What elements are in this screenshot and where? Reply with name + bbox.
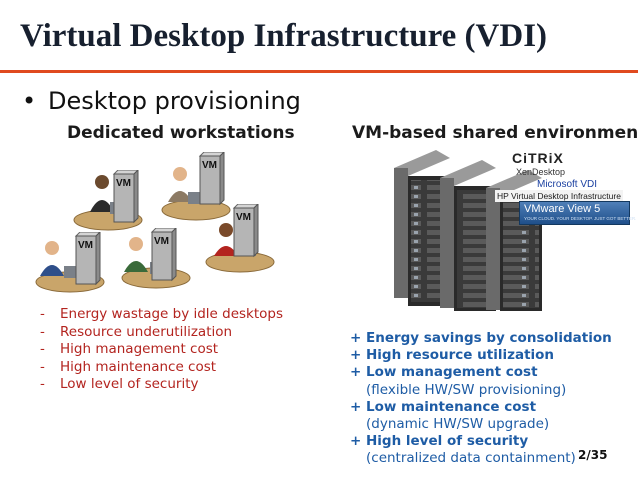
list-marker: -	[40, 358, 45, 375]
cons-item-text: Low level of security	[60, 376, 199, 392]
list-marker: -	[40, 306, 45, 322]
citrix-logo: CiTRiX	[512, 150, 564, 166]
cons-list: -Energy wastage by idle desktops -Resour…	[40, 306, 283, 394]
list-marker: +	[350, 347, 362, 364]
server-racks-icon	[394, 150, 542, 311]
list-item: +Energy savings by consolidation	[350, 330, 612, 347]
cons-item-text: Energy wastage by idle desktops	[60, 306, 284, 322]
pros-item-text: Low management cost	[366, 364, 538, 381]
pros-item-detail: (centralized data containment)	[366, 450, 576, 467]
list-marker: +	[350, 433, 362, 450]
list-marker: -	[40, 323, 45, 340]
list-marker: -	[40, 341, 45, 357]
vm-label: VM	[154, 236, 169, 247]
pros-item-text: Energy savings by consolidation	[366, 330, 612, 346]
list-marker: +	[350, 398, 362, 415]
list-item: +Low maintenance cost	[350, 399, 612, 416]
slide-title: Virtual Desktop Infrastructure (VDI)	[20, 18, 548, 54]
title-divider	[0, 70, 638, 73]
list-item: +Low management cost	[350, 364, 612, 381]
vm-tower-icon: VM	[232, 202, 260, 262]
list-item: -High management cost	[40, 341, 283, 359]
pros-item-text: High level of security	[366, 433, 529, 450]
vm-label: VM	[202, 160, 217, 171]
list-marker: +	[350, 364, 362, 381]
list-item: -Resource underutilization	[40, 324, 283, 342]
cons-item-text: Resource underutilization	[60, 323, 233, 340]
pros-item-text: High resource utilization	[366, 347, 555, 364]
list-item: +High resource utilization	[350, 347, 612, 364]
vmware-view-label: VMware View 5	[524, 203, 601, 215]
list-marker: +	[350, 330, 362, 346]
pros-item-detail: (dynamic HW/SW upgrade)	[366, 416, 550, 433]
microsoft-vdi-label: Microsoft VDI	[537, 179, 598, 190]
pros-list: +Energy savings by consolidation +High r…	[350, 330, 612, 468]
pros-item-detail: (flexible HW/SW provisioning)	[366, 381, 567, 398]
list-item: -High maintenance cost	[40, 359, 283, 377]
vm-tower-icon: VM	[112, 168, 140, 228]
vm-tower-icon: VM	[198, 150, 226, 210]
vm-shared-heading: VM-based shared environments	[352, 123, 638, 143]
vmware-tagline: YOUR CLOUD. YOUR DESKTOP. JUST GOT BETTE…	[524, 216, 637, 221]
vm-label: VM	[116, 178, 131, 189]
cons-item-text: High management cost	[60, 341, 219, 357]
vm-tower-icon: VM	[74, 230, 102, 290]
vm-label: VM	[236, 212, 251, 223]
list-marker: -	[40, 376, 45, 392]
vm-label: VM	[78, 240, 93, 251]
xendesktop-label: XenDesktop	[516, 167, 566, 177]
vm-tower-icon: VM	[150, 226, 178, 286]
vmware-view-logo: VMware View 5 YOUR CLOUD. YOUR DESKTOP. …	[519, 201, 636, 225]
list-item: +High level of security	[350, 433, 612, 450]
list-item: -Energy wastage by idle desktops	[40, 306, 283, 324]
cons-item-text: High maintenance cost	[60, 358, 217, 375]
workstations-illustration: VM VM VM VM VM	[30, 150, 280, 300]
dedicated-workstations-heading: Dedicated workstations	[67, 123, 295, 143]
page-number: 2/35	[578, 448, 608, 462]
pros-item-text: Low maintenance cost	[366, 398, 537, 415]
bullet-marker: •	[22, 87, 37, 115]
bullet-text: Desktop provisioning	[48, 87, 301, 115]
main-bullet: • Desktop provisioning	[22, 87, 301, 115]
list-item: -Low level of security	[40, 376, 283, 394]
hp-vdi-label: HP Virtual Desktop Infrastructure	[495, 190, 623, 202]
